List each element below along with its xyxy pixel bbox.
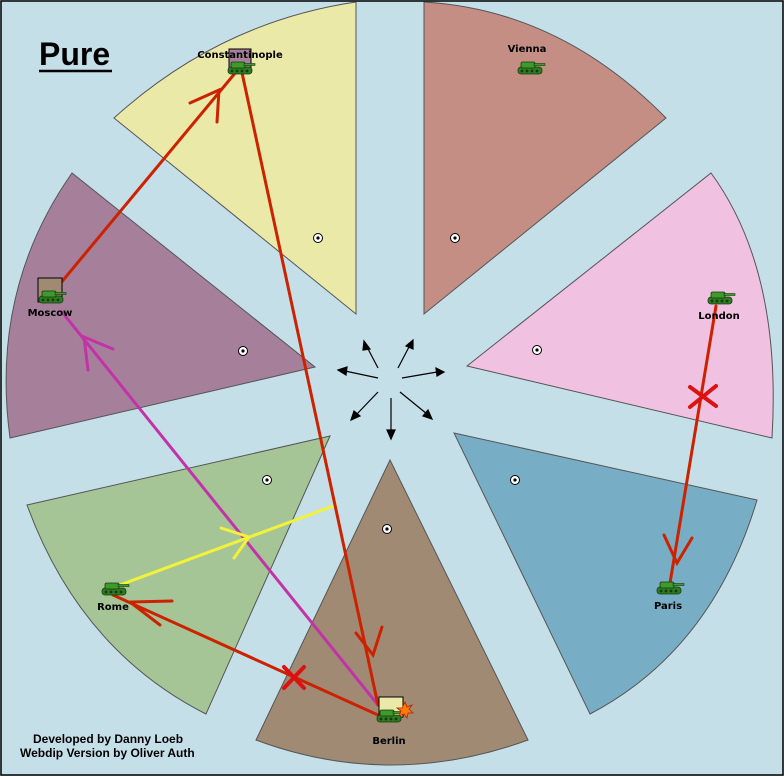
label-berlin: Berlin xyxy=(372,736,405,747)
label-constantinople: Constantinople xyxy=(197,50,283,61)
label-rome: Rome xyxy=(97,602,129,613)
province-london[interactable] xyxy=(465,172,774,439)
order-arrow-moscow-constantinople xyxy=(43,64,243,304)
supply-center-icon xyxy=(313,233,323,243)
unit-london-tank-icon[interactable] xyxy=(707,291,736,305)
province-moscow[interactable] xyxy=(5,172,317,439)
unit-constantinople-tank-icon[interactable] xyxy=(227,61,256,75)
province-constantinople[interactable] xyxy=(113,1,357,316)
label-vienna: Vienna xyxy=(508,44,547,55)
order-arrow-london-paris xyxy=(668,304,718,585)
province-vienna[interactable] xyxy=(423,1,667,316)
failed-order-mark xyxy=(688,384,718,409)
label-paris: Paris xyxy=(654,601,682,612)
supply-center-icon xyxy=(532,345,542,355)
supply-center-icon xyxy=(382,524,392,534)
supply-center-icon xyxy=(510,475,520,485)
credit-developer: Developed by Danny Loeb xyxy=(33,732,183,746)
order-arrow-rome-support xyxy=(118,503,338,587)
failed-order-mark xyxy=(282,665,306,690)
label-london: London xyxy=(698,311,740,322)
province-berlin[interactable] xyxy=(255,458,529,766)
order-arrows xyxy=(43,64,718,717)
unit-vienna-tank-icon[interactable] xyxy=(517,61,546,75)
unit-paris-tank-icon[interactable] xyxy=(656,581,685,595)
variant-title: Pure xyxy=(39,36,110,72)
unit-moscow-tank-icon[interactable] xyxy=(38,290,67,304)
order-arrow-berlin-moscow xyxy=(60,310,380,707)
province-rome[interactable] xyxy=(26,435,331,715)
unit-rome-tank-icon[interactable] xyxy=(101,582,130,596)
explosion-icon xyxy=(395,701,414,719)
province-paris[interactable] xyxy=(453,432,758,715)
center-direction-arrows xyxy=(336,338,446,441)
supply-center-icon xyxy=(450,233,460,243)
supply-center-icon xyxy=(262,475,272,485)
credit-webdip: Webdip Version by Oliver Auth xyxy=(20,746,195,760)
order-arrow-constantinople-berlin xyxy=(239,66,380,707)
label-moscow: Moscow xyxy=(28,308,73,319)
order-arrow-berlin-rome xyxy=(111,593,380,717)
supply-center-icon xyxy=(238,346,248,356)
